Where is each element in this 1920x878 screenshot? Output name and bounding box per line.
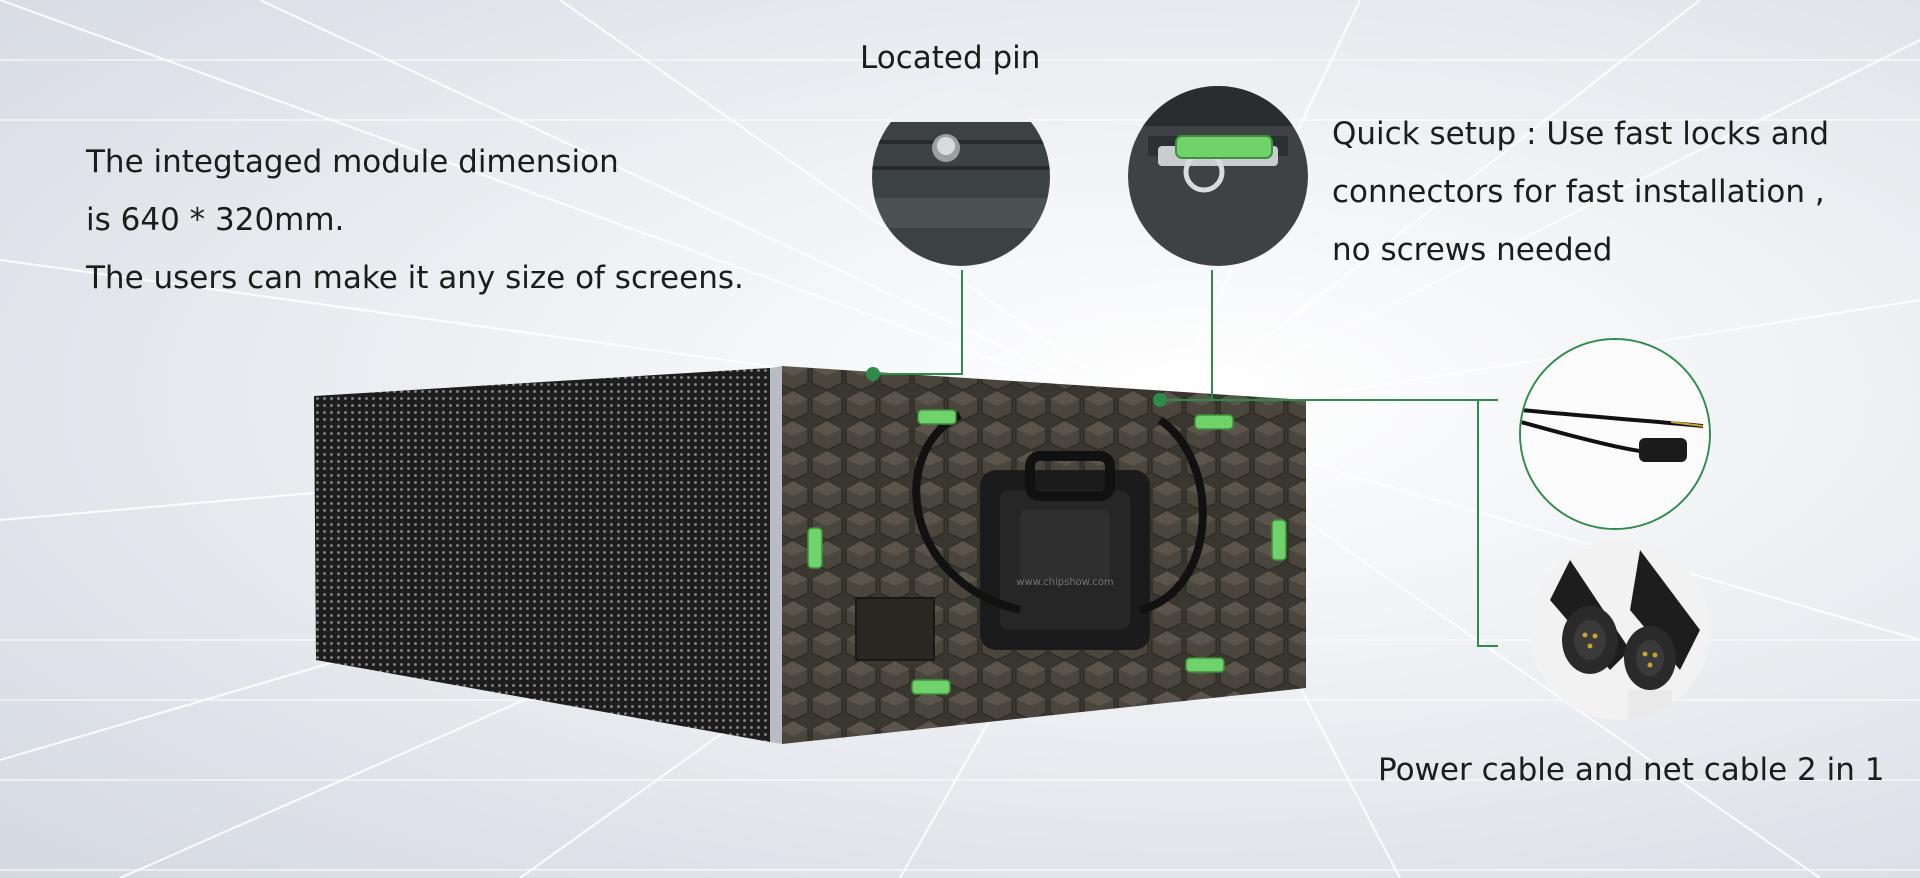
module-description-line2: is 640 * 320mm. <box>86 202 345 238</box>
cabinet-cable-left <box>912 411 1021 614</box>
module-description-line3: The users can make it any size of screen… <box>86 260 744 296</box>
fast-lock-closeup <box>1128 86 1308 266</box>
cabinet-cable-right <box>1138 416 1207 614</box>
module-dimension-description: The integtaged module dimension is 640 *… <box>86 133 744 307</box>
connector-closeup <box>1530 540 1710 720</box>
fast-locks <box>807 409 1287 695</box>
quick-setup-line3: no screws needed <box>1332 232 1613 268</box>
quick-setup-line1: Quick setup : Use fast locks and <box>1332 116 1830 152</box>
led-cabinet-illustration: www.chipshow.com <box>314 366 1306 744</box>
led-front-panel <box>314 368 770 742</box>
quick-setup-description: Quick setup : Use fast locks and connect… <box>1332 105 1829 279</box>
power-net-cable-caption: Power cable and net cable 2 in 1 <box>1378 752 1885 788</box>
cable-closeup <box>1519 338 1711 530</box>
svg-text:www.chipshow.com: www.chipshow.com <box>1016 577 1113 588</box>
quick-setup-line2: connectors for fast installation , <box>1332 174 1825 210</box>
located-pin-caption: Located pin <box>860 40 1041 76</box>
module-description-line1: The integtaged module dimension <box>86 144 619 180</box>
located-pin-closeup <box>872 88 1050 266</box>
